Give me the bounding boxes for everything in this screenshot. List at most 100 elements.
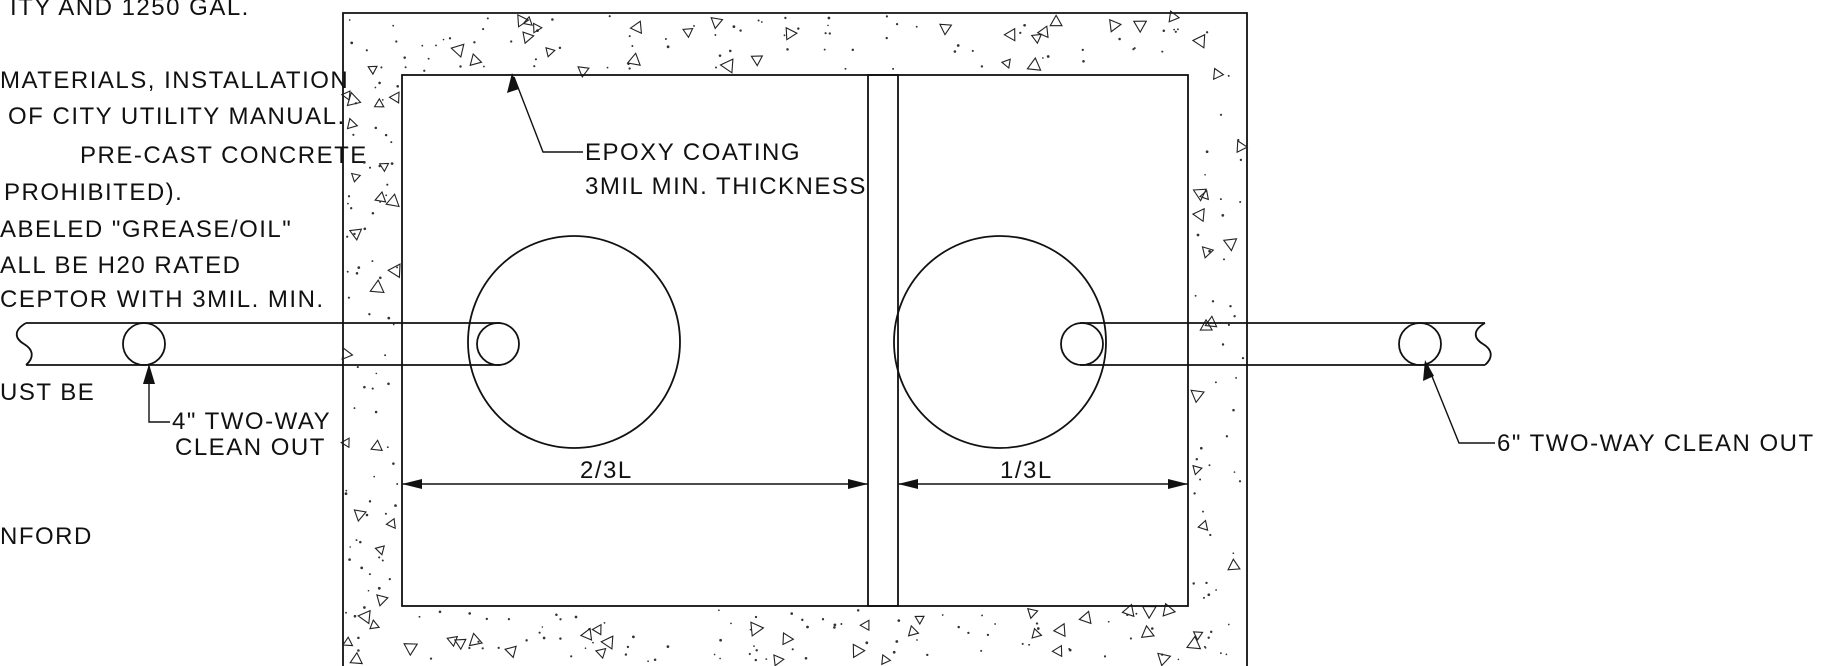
- concrete-speckle-dot: [754, 615, 758, 619]
- baffle-wall: [867, 74, 899, 607]
- concrete-speckle-dot: [1209, 630, 1213, 634]
- concrete-speckle-dot: [1046, 55, 1050, 58]
- outlet-manhole-cover: [893, 235, 1107, 449]
- concrete-speckle-dot: [1082, 60, 1085, 63]
- concrete-aggregate-mark: [388, 91, 400, 104]
- dimension-1-3L: 1/3L: [898, 457, 1188, 489]
- concrete-speckle-dot: [1176, 28, 1179, 31]
- concrete-speckle-dot: [381, 99, 384, 101]
- concrete-speckle-dot: [1192, 582, 1195, 585]
- concrete-speckle-dot: [833, 623, 837, 627]
- concrete-speckle-dot: [806, 625, 809, 629]
- concrete-speckle-dot: [1205, 150, 1209, 154]
- concrete-aggregate-mark: [1212, 67, 1225, 81]
- concrete-aggregate-mark: [1003, 27, 1016, 42]
- concrete-aggregate-mark: [373, 97, 385, 108]
- concrete-speckle-dot: [1233, 471, 1236, 473]
- concrete-aggregate-mark: [750, 55, 764, 67]
- dim-arrow-left-end: [848, 479, 868, 489]
- concrete-speckle-dot: [1219, 198, 1222, 201]
- concrete-speckle-dot: [348, 558, 351, 561]
- concrete-speckle-dot: [468, 612, 472, 615]
- concrete-speckle-dot: [360, 566, 364, 570]
- concrete-aggregate-mark: [1026, 56, 1042, 71]
- concrete-speckle-dot: [1239, 158, 1243, 162]
- concrete-speckle-dot: [381, 559, 384, 562]
- concrete-aggregate-mark: [522, 31, 535, 45]
- concrete-aggregate-mark: [577, 66, 590, 78]
- concrete-speckle-dot: [418, 615, 421, 618]
- concrete-speckle-dot: [427, 57, 430, 60]
- concrete-speckle-dot: [365, 513, 369, 517]
- inlet-pipe-body: [26, 322, 500, 366]
- concrete-speckle-dot: [1219, 652, 1222, 655]
- concrete-speckle-dot: [368, 166, 372, 169]
- concrete-speckle-dot: [371, 387, 374, 390]
- concrete-speckle-dot: [786, 48, 789, 51]
- concrete-aggregate-mark: [387, 263, 401, 279]
- concrete-aggregate-mark: [346, 117, 359, 130]
- concrete-speckle-dot: [386, 446, 389, 449]
- concrete-speckle-dot: [1160, 653, 1164, 656]
- concrete-speckle-dot: [1193, 492, 1196, 495]
- concrete-speckle-dot: [1207, 636, 1210, 639]
- note-line-7: ALL BE H20 RATED: [0, 252, 241, 279]
- concrete-speckle-dot: [1151, 627, 1154, 630]
- general-notes: ITY AND 1250 GAL. MATERIALS, INSTALLATIO…: [0, 0, 366, 550]
- concrete-speckle-dot: [403, 56, 406, 59]
- concrete-speckle-dot: [1019, 31, 1022, 35]
- concrete-speckle-dot: [592, 641, 594, 644]
- concrete-speckle-dot: [1209, 533, 1212, 537]
- concrete-speckle-dot: [790, 612, 794, 615]
- concrete-speckle-dot: [482, 28, 485, 31]
- concrete-speckle-dot: [344, 492, 348, 496]
- concrete-speckle-dot: [753, 645, 755, 647]
- concrete-speckle-dot: [1227, 623, 1230, 626]
- concrete-speckle-dot: [895, 22, 899, 26]
- concrete-speckle-dot: [1129, 637, 1132, 640]
- concrete-speckle-dot: [1202, 510, 1204, 513]
- concrete-speckle-dot: [981, 614, 984, 617]
- concrete-speckle-dot: [363, 227, 367, 231]
- concrete-speckle-dot: [824, 32, 827, 35]
- concrete-aggregate-mark: [376, 594, 389, 607]
- concrete-speckle-dot: [1177, 658, 1180, 661]
- concrete-aggregate-mark: [1109, 18, 1122, 33]
- concrete-aggregate-mark: [629, 20, 643, 35]
- concrete-speckle-dot: [378, 556, 381, 559]
- concrete-aggregate-mark: [1140, 624, 1156, 638]
- concrete-aggregate-mark: [1236, 139, 1249, 154]
- concrete-speckle-dot: [980, 65, 984, 68]
- concrete-speckle-dot: [1133, 47, 1136, 50]
- concrete-speckle-dot: [941, 614, 944, 616]
- concrete-aggregate-mark: [385, 193, 400, 208]
- concrete-speckle-dot: [459, 65, 462, 68]
- concrete-speckle-dot: [1233, 315, 1236, 318]
- concrete-speckle-dot: [1203, 596, 1205, 599]
- concrete-speckle-dot: [384, 133, 388, 137]
- concrete-speckle-dot: [363, 385, 366, 389]
- concrete-speckle-dot: [895, 640, 899, 643]
- concrete-speckle-dot: [380, 66, 383, 69]
- concrete-speckle-dot: [368, 500, 372, 503]
- concrete-aggregate-mark: [1168, 10, 1181, 23]
- concrete-aggregate-mark: [468, 632, 484, 647]
- concrete-aggregate-mark: [682, 27, 694, 39]
- concrete-speckle-dot: [357, 266, 361, 269]
- concrete-speckle-dot: [754, 658, 757, 662]
- concrete-speckle-dot: [1225, 653, 1228, 656]
- concrete-aggregate-mark: [1051, 644, 1063, 658]
- concrete-speckle-dot: [390, 162, 394, 165]
- concrete-aggregate-mark: [591, 623, 602, 636]
- concrete-aggregate-mark: [626, 52, 641, 66]
- concrete-speckle-dot: [1118, 37, 1121, 41]
- concrete-speckle-dot: [757, 19, 760, 22]
- concrete-speckle-dot: [1081, 48, 1084, 52]
- concrete-speckle-dot: [357, 636, 360, 640]
- concrete-aggregate-mark: [719, 58, 734, 74]
- concrete-speckle-dot: [1204, 173, 1206, 176]
- concrete-speckle-dot: [368, 313, 371, 316]
- concrete-speckle-dot: [1162, 29, 1166, 33]
- concrete-speckle-dot: [378, 81, 381, 85]
- concrete-speckle-dot: [1229, 305, 1232, 308]
